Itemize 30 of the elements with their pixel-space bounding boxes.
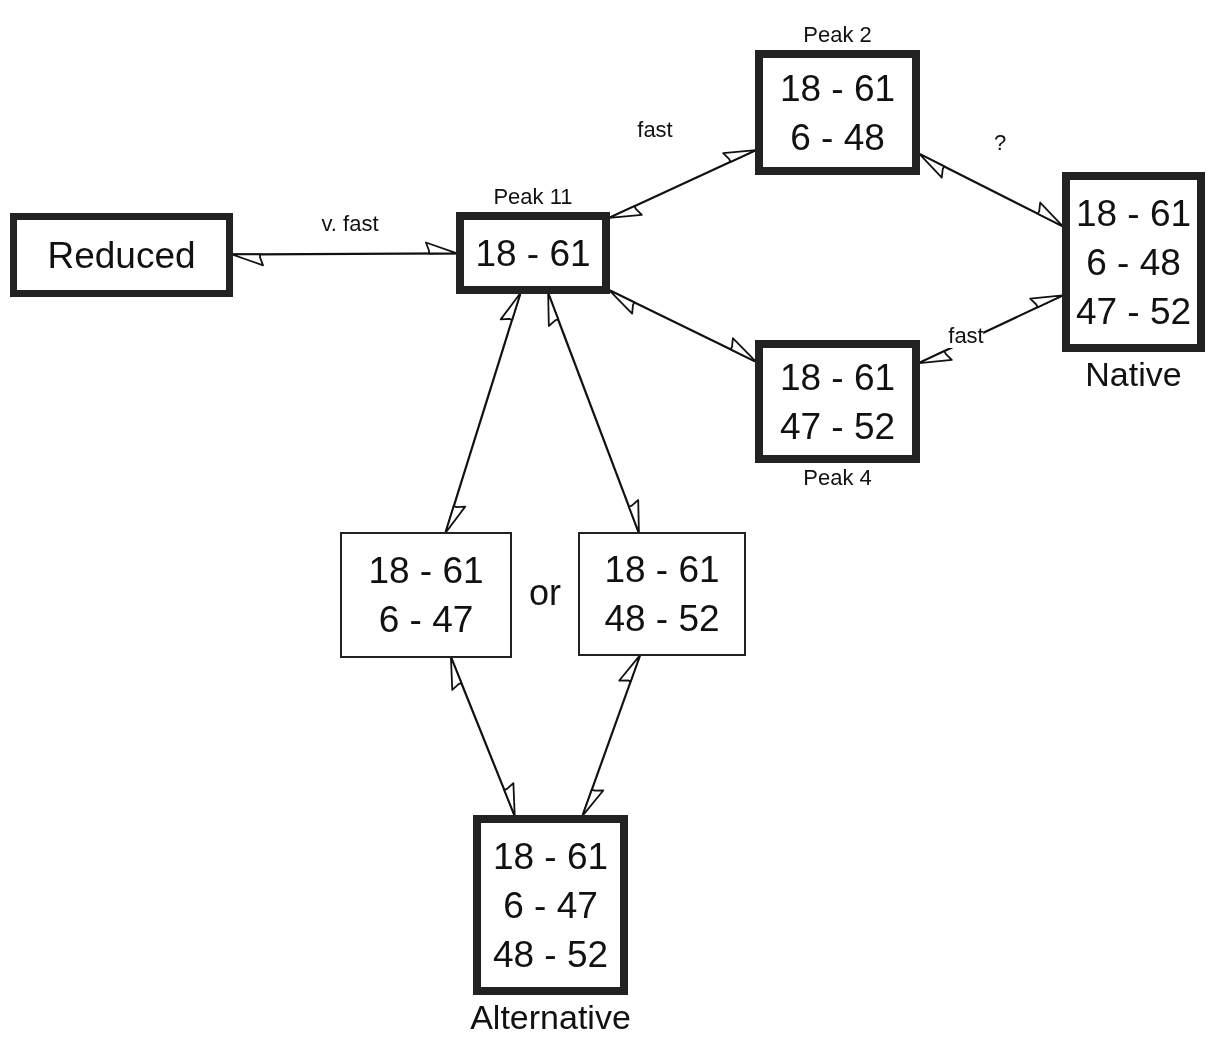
disulfide-label: 18 - 61 <box>475 231 591 276</box>
peak-label: Peak 2 <box>803 21 872 49</box>
disulfide-label: 6 - 47 <box>378 598 474 642</box>
disulfide-label: 18 - 61 <box>492 834 609 879</box>
equilibrium-arrow <box>231 241 458 267</box>
equilibrium-arrow <box>450 656 516 817</box>
disulfide-label: 6 - 47 <box>503 883 598 928</box>
disulfide-label: 6 - 48 <box>1086 240 1181 285</box>
peak-label: Peak 11 <box>493 183 573 211</box>
disulfide-label: 18 - 61 <box>1075 191 1192 236</box>
disulfide-label: 18 - 61 <box>779 355 896 400</box>
peak-label: Peak 4 <box>803 464 872 492</box>
disulfide-label: 48 - 52 <box>492 932 609 977</box>
disulfide-label: 47 - 52 <box>779 404 896 449</box>
disulfide-label: 18 - 61 <box>368 549 484 593</box>
state-label: Alternative <box>470 997 631 1038</box>
disulfide-label: 18 - 61 <box>779 66 896 111</box>
disulfide-label: 48 - 52 <box>604 597 720 641</box>
equilibrium-arrow <box>581 654 641 817</box>
equilibrium-arrow <box>608 149 757 219</box>
equilibrium-arrow <box>608 289 757 363</box>
disulfide-label: 6 - 48 <box>790 115 885 160</box>
state-label: Native <box>1085 354 1182 395</box>
or-label: or <box>529 573 561 613</box>
edge-label: fast <box>948 324 984 348</box>
state-label: Reduced <box>47 233 196 278</box>
equilibrium-arrow <box>547 292 640 534</box>
equilibrium-arrow <box>444 292 522 534</box>
disulfide-label: 47 - 52 <box>1075 289 1192 334</box>
disulfide-label: 18 - 61 <box>604 548 720 592</box>
